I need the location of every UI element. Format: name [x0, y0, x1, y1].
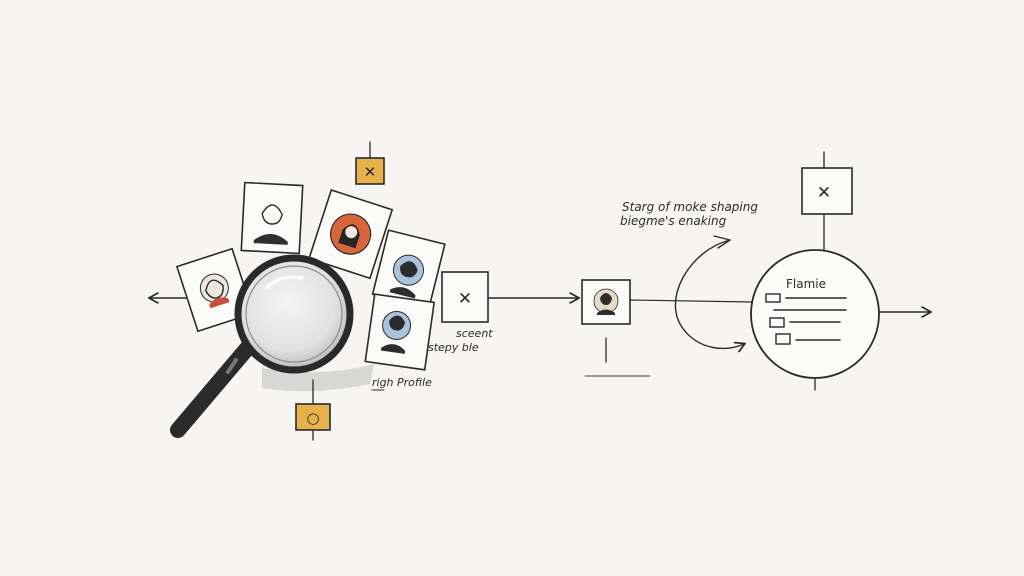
summary-row-3-box	[769, 317, 785, 328]
top-note-line-2: biegme's enaking	[620, 214, 727, 228]
mid-marker-icon: ✕	[458, 289, 472, 309]
loop-arrow	[674, 239, 744, 348]
top-note-line-1: Starg of moke shaping	[622, 200, 758, 214]
loop-arrow-head-top	[713, 235, 731, 249]
profile-card-3	[308, 188, 394, 280]
right-marker-icon: ✕	[817, 183, 831, 203]
summary-circle: Flamie	[750, 249, 880, 379]
mid-marker: ✕	[441, 271, 489, 323]
profile-card-2	[240, 181, 304, 255]
sticky-note-line-1: sceent	[456, 327, 493, 340]
profile-card-1	[175, 247, 255, 333]
bottom-marker-icon: ○	[306, 409, 319, 427]
sticky-note-line-2: stepy ble	[428, 341, 479, 354]
summary-row-1-box	[765, 293, 781, 303]
top-marker-icon: ✕	[364, 163, 377, 181]
selected-profile-card	[581, 279, 631, 325]
flow-line-right	[629, 299, 753, 303]
high-profile-label: righ Profile	[372, 376, 432, 389]
profile-card-4	[371, 229, 446, 310]
summary-row-4-box	[775, 333, 791, 345]
summary-circle-title: Flamie	[786, 277, 826, 291]
bottom-marker: ○	[295, 403, 331, 431]
profile-card-5	[364, 293, 436, 371]
right-marker: ✕	[801, 167, 853, 215]
magnifying-glass-icon	[170, 254, 354, 438]
top-marker: ✕	[355, 157, 385, 185]
card-shadow	[262, 364, 374, 392]
